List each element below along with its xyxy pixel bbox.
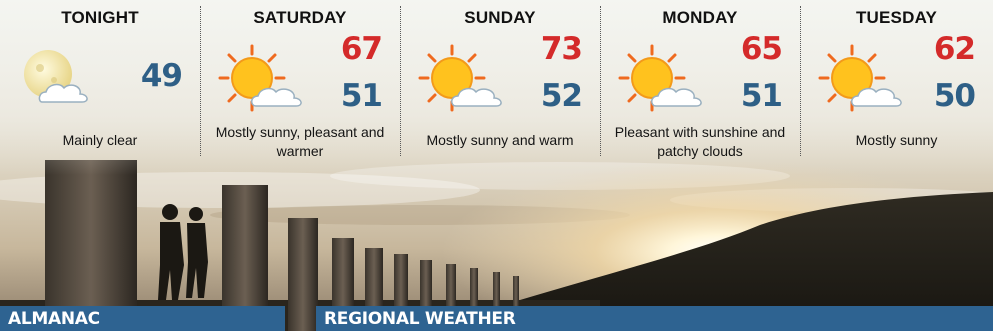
almanac-section-header: ALMANAC [0, 306, 285, 331]
forecast-day-monday: MONDAY 65 51 Pleasant with sunshine and … [600, 0, 800, 170]
forecast-description: Mostly sunny, pleasant and warmer [215, 124, 385, 159]
five-day-forecast: TONIGHT 49 Mainly clear SATURDAY [0, 0, 993, 170]
day-name: MONDAY [662, 8, 738, 27]
sun-cloud-icon [218, 44, 302, 112]
low-temperature: 51 [340, 78, 383, 114]
day-name: SATURDAY [253, 8, 347, 27]
low-temperature: 49 [140, 58, 183, 94]
forecast-day-tuesday: TUESDAY 62 50 Mostly sunny [800, 0, 993, 170]
day-name: TUESDAY [855, 8, 938, 27]
high-temperature: 65 [740, 31, 783, 67]
high-temperature: 73 [540, 31, 583, 67]
forecast-description: Mostly sunny and warm [426, 132, 574, 148]
low-temperature: 51 [740, 78, 783, 114]
forecast-day-tonight: TONIGHT 49 Mainly clear [0, 0, 200, 170]
high-temperature: 62 [933, 31, 976, 67]
sun-cloud-icon [418, 44, 502, 112]
forecast-description: Mainly clear [62, 132, 138, 148]
sun-cloud-icon [818, 44, 902, 112]
low-temperature: 52 [540, 78, 583, 114]
regional-weather-section-header: REGIONAL WEATHER [316, 306, 993, 331]
day-name: TONIGHT [61, 8, 139, 27]
moon-cloud-icon [24, 50, 88, 103]
forecast-description: Pleasant with sunshine and patchy clouds [614, 124, 786, 159]
sun-cloud-icon [618, 44, 702, 112]
forecast-day-sunday: SUNDAY 73 52 Mostly sunny and warm [400, 0, 600, 170]
day-name: SUNDAY [464, 8, 536, 27]
forecast-day-saturday: SATURDAY 67 51 Mostly sunny, pleasant an… [200, 0, 400, 170]
forecast-description: Mostly sunny [855, 132, 938, 148]
high-temperature: 67 [340, 31, 383, 67]
low-temperature: 50 [933, 78, 976, 114]
